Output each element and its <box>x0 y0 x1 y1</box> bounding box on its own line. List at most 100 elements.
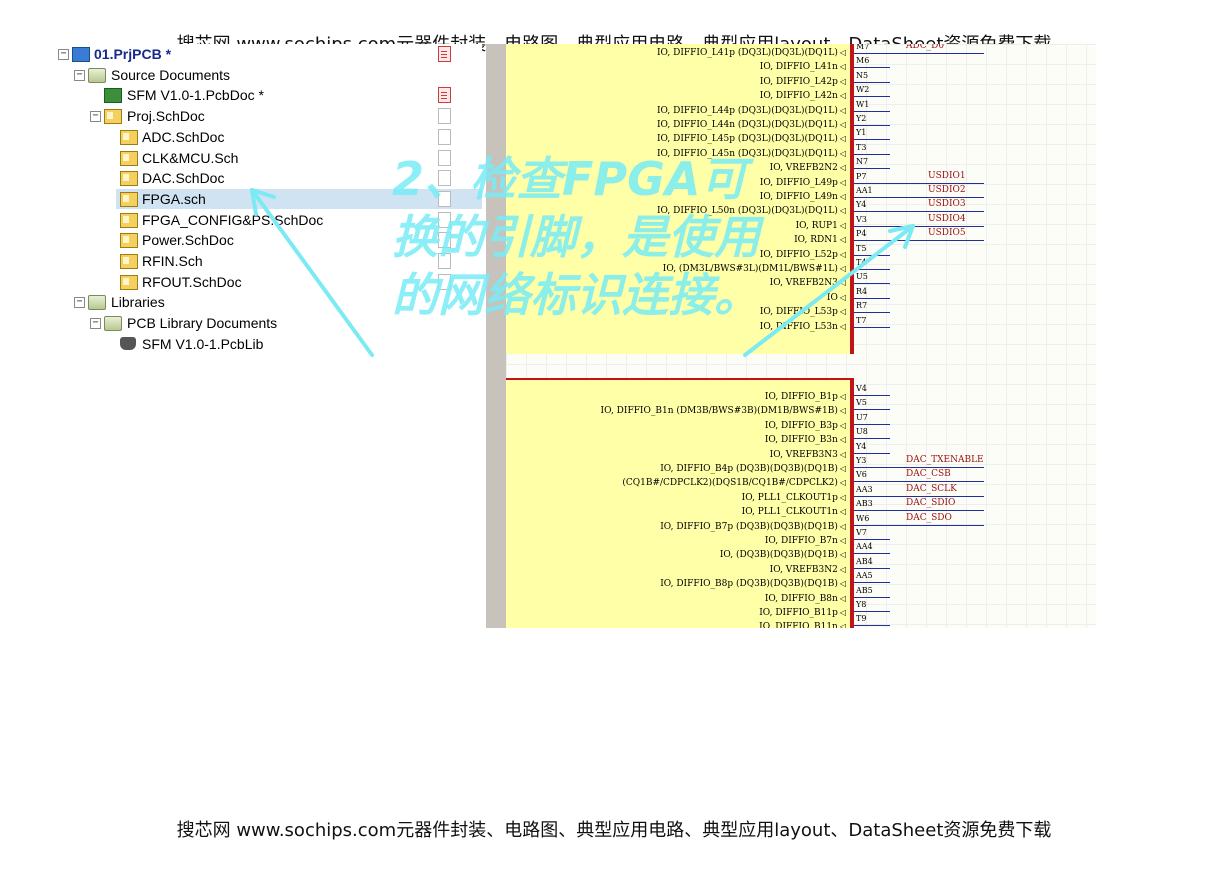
wire[interactable] <box>854 81 890 83</box>
wire[interactable] <box>854 409 890 411</box>
net-label[interactable]: USDIO2 <box>928 185 966 195</box>
collapse-icon[interactable]: − <box>74 70 85 81</box>
net-label[interactable]: DAC_SCLK <box>906 483 957 494</box>
tree-child[interactable]: RFOUT.SchDoc <box>56 272 482 292</box>
tree-label: SFM V1.0-1.PcbLib <box>142 336 264 352</box>
collapse-icon[interactable]: − <box>58 49 69 60</box>
pin-label: IO, RDN1 <box>794 233 846 246</box>
annotation-text: 2、检查FPGA可换的引脚，是使用的网络标识连接。 <box>392 152 760 322</box>
tree-label: Power.SchDoc <box>142 232 234 248</box>
wire[interactable] <box>854 553 890 555</box>
watermark-bottom: 搜芯网 www.sochips.com元器件封装、电路图、典型应用电路、典型应用… <box>176 820 1052 841</box>
tree-child[interactable]: RFIN.Sch <box>56 251 482 271</box>
net-label[interactable]: ADC_D0 <box>906 44 945 51</box>
doc-icon <box>438 129 451 145</box>
pin-label: IO, DIFFIO_L42p <box>760 75 846 88</box>
wire[interactable] <box>854 53 984 54</box>
schematic-canvas[interactable]: IO, DIFFIO_L41p (DQ3L)(DQ3L)(DQ1L)IO, DI… <box>486 44 1096 628</box>
wire[interactable] <box>854 438 890 440</box>
wire[interactable] <box>854 395 890 396</box>
net-label[interactable]: USDIO4 <box>928 213 966 224</box>
wire[interactable] <box>854 539 890 540</box>
pin-label: IO, DIFFIO_B3n <box>765 433 846 446</box>
wire[interactable] <box>854 524 984 526</box>
net-label[interactable]: DAC_SDO <box>906 512 952 523</box>
wire[interactable] <box>854 283 890 285</box>
pin-label: IO, DIFFIO_L41p (DQ3L)(DQ3L)(DQ1L) <box>657 46 846 59</box>
pin-number: M6 <box>856 56 870 66</box>
wire[interactable] <box>854 481 984 483</box>
net-label[interactable]: DAC_CSB <box>906 469 951 480</box>
pin-label: IO, DIFFIO_L44p (DQ3L)(DQ3L)(DQ1L) <box>657 104 846 117</box>
pin-number: R7 <box>856 301 868 311</box>
wire[interactable] <box>854 153 890 155</box>
wire[interactable] <box>854 96 890 98</box>
wire[interactable] <box>854 510 984 512</box>
net-label[interactable]: DAC_SDIO <box>906 498 956 509</box>
wire[interactable] <box>854 197 984 198</box>
wire[interactable] <box>854 125 890 126</box>
schematic-icon <box>120 275 138 290</box>
wire[interactable] <box>854 182 984 184</box>
wire[interactable] <box>854 139 890 141</box>
wire[interactable] <box>854 312 890 314</box>
net-label[interactable]: USDIO3 <box>928 199 966 210</box>
tree-libraries[interactable]: − Libraries <box>56 292 482 312</box>
pin-label: IO, DIFFIO_L50n (DQ3L)(DQ3L)(DQ1L) <box>657 204 846 217</box>
wire[interactable] <box>854 596 890 598</box>
project-label: 01.PrjPCB * <box>94 46 172 62</box>
project-icon <box>72 47 90 62</box>
tree-pcb-library-docs[interactable]: − PCB Library Documents <box>56 313 482 333</box>
tree-source-documents[interactable]: − Source Documents <box>56 65 482 85</box>
pin-label: IO, DIFFIO_L45p (DQ3L)(DQ3L)(DQ1L) <box>657 132 846 145</box>
wire[interactable] <box>854 211 984 213</box>
wire[interactable] <box>854 254 890 256</box>
wire[interactable] <box>854 225 984 227</box>
net-label[interactable]: USDIO5 <box>928 228 966 239</box>
wire[interactable] <box>854 326 890 328</box>
wire[interactable] <box>854 67 890 69</box>
pin-label: (CQ1B#/CDPCLK2)(DQS1B/CQ1B#/CDPCLK2) <box>622 476 846 489</box>
doc-icon <box>438 253 451 269</box>
tree-project[interactable]: − 01.PrjPCB * <box>56 44 482 64</box>
tree-child[interactable]: DAC.SchDoc <box>56 168 482 188</box>
collapse-icon[interactable]: − <box>74 297 85 308</box>
pin-label: IO, VREFB2N3 <box>770 276 846 289</box>
wire[interactable] <box>854 168 890 170</box>
fpga-bank-bottom[interactable]: IO, DIFFIO_B1pIO, DIFFIO_B1n (DM3B/BWS#3… <box>506 378 854 628</box>
collapse-icon[interactable]: − <box>90 111 101 122</box>
doc-icon <box>438 212 451 228</box>
pin-label: IO, DIFFIO_B3p <box>765 419 846 432</box>
pin-label: IO, DIFFIO_L41n <box>760 60 846 73</box>
wire[interactable] <box>854 297 890 299</box>
net-label[interactable]: DAC_TXENABLE <box>906 455 984 465</box>
tree-pcb-lib[interactable]: SFM V1.0-1.PcbLib <box>56 334 482 354</box>
wire[interactable] <box>854 567 890 569</box>
wire[interactable] <box>854 269 890 270</box>
pin-number: P7 <box>856 171 867 181</box>
tree-label: Source Documents <box>111 67 231 83</box>
wire[interactable] <box>854 582 890 584</box>
pcb-library-icon <box>120 337 136 350</box>
wire[interactable] <box>854 495 984 497</box>
schematic-icon <box>120 130 138 145</box>
wire[interactable] <box>854 110 890 112</box>
wire[interactable] <box>854 611 890 612</box>
pin-label: IO, DIFFIO_L52p <box>760 248 846 261</box>
tree-proj-sch[interactable]: − Proj.SchDoc <box>56 106 482 126</box>
tree-child[interactable]: Power.SchDoc <box>56 230 482 250</box>
tree-child[interactable]: ADC.SchDoc <box>56 127 482 147</box>
wire[interactable] <box>854 467 984 468</box>
net-label[interactable]: USDIO1 <box>928 170 966 181</box>
wire[interactable] <box>854 240 984 242</box>
wire[interactable] <box>854 423 890 425</box>
tree-pcb-doc[interactable]: SFM V1.0-1.PcbDoc * <box>56 85 482 105</box>
wire[interactable] <box>854 452 890 454</box>
schematic-icon <box>120 151 138 166</box>
tree-child[interactable]: CLK&MCU.Sch <box>56 148 482 168</box>
pin-label: IO, DIFFIO_B8n <box>765 592 846 605</box>
tree-label: RFIN.Sch <box>142 253 203 269</box>
wire[interactable] <box>854 625 890 627</box>
pin-number: T9 <box>856 614 867 624</box>
collapse-icon[interactable]: − <box>90 318 101 329</box>
